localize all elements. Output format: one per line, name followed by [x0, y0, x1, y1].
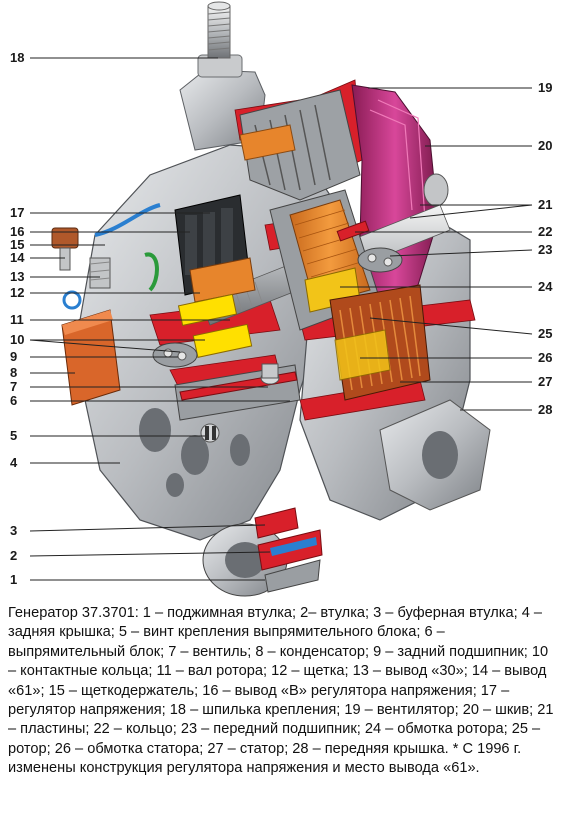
vent-hole: [166, 473, 184, 497]
callout-28: 28: [538, 402, 552, 417]
callout-4: 4: [10, 455, 18, 470]
bushing-assembly: [202, 507, 323, 597]
fan: [239, 89, 361, 201]
callout-21: 21: [538, 197, 552, 212]
callout-27: 27: [538, 374, 552, 389]
terminal-61: [51, 227, 79, 271]
wire-blue: [94, 203, 161, 237]
callout-3: 3: [10, 523, 17, 538]
brushes: [177, 293, 253, 358]
callout-17: 17: [10, 205, 24, 220]
callout-25: 25: [538, 326, 552, 341]
stator-winding: [334, 329, 391, 381]
vent-hole: [139, 408, 171, 452]
pulley-nut: [423, 173, 449, 207]
callout-7: 7: [10, 379, 17, 394]
leader-lines: [29, 57, 533, 581]
callout-labels: 18 19 20 21 17 16 15 14 22 23 13 12 24 1…: [10, 50, 553, 587]
front-lug-hole: [422, 431, 458, 479]
diode: [260, 363, 280, 385]
callout-19: 19: [538, 80, 552, 95]
stator: [329, 284, 431, 401]
callout-16: 16: [10, 224, 24, 239]
callout-24: 24: [538, 279, 553, 294]
front-bearing: [357, 247, 403, 273]
slip-rings: [192, 323, 253, 358]
mounting-stud: [207, 1, 231, 59]
callout-13: 13: [10, 269, 24, 284]
callout-15: 15: [10, 237, 24, 252]
callout-9: 9: [10, 349, 17, 364]
voltage-regulator: [174, 194, 256, 303]
callout-11: 11: [10, 312, 24, 327]
callout-14: 14: [10, 250, 25, 265]
callout-23: 23: [538, 242, 552, 257]
rear-bearing: [152, 342, 198, 368]
vent-hole: [230, 434, 250, 466]
brush-holder: [189, 257, 256, 303]
rectifier-mount-screw: [200, 423, 220, 443]
vent-hole: [181, 435, 209, 475]
wire-green: [144, 252, 159, 292]
rectifier-block: [174, 363, 301, 421]
compression-bushing: [264, 559, 321, 593]
figure-caption: Генератор 37.3701: 1 – поджимная втулка;…: [8, 605, 554, 777]
callout-1: 1: [10, 572, 17, 587]
callout-26: 26: [538, 350, 552, 365]
callout-2: 2: [10, 548, 17, 563]
callout-10: 10: [10, 332, 24, 347]
spacer-ring: [336, 220, 370, 242]
callout-5: 5: [10, 428, 17, 443]
callout-6: 6: [10, 393, 17, 408]
buffer-bushing: [254, 507, 299, 539]
capacitor-clip: [62, 290, 82, 310]
callout-22: 22: [538, 224, 552, 239]
callout-18: 18: [10, 50, 24, 65]
callout-20: 20: [538, 138, 552, 153]
generator-cutaway-diagram: 18 19 20 21 17 16 15 14 22 23 13 12 24 1…: [10, 1, 553, 597]
callout-8: 8: [10, 365, 17, 380]
terminal-30: [89, 257, 111, 289]
callout-12: 12: [10, 285, 24, 300]
